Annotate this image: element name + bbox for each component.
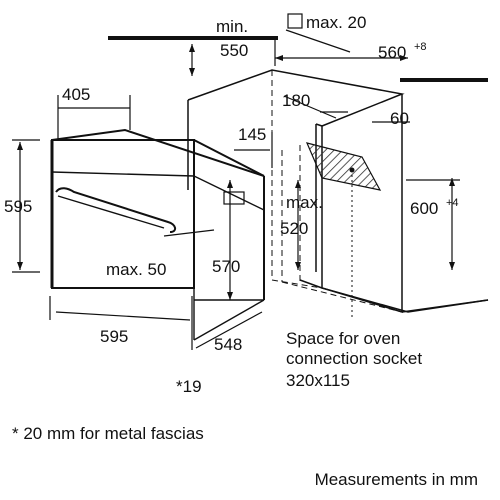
label-548: 548 (214, 335, 242, 354)
label-600-sup: +4 (446, 197, 459, 209)
label-145: 145 (238, 125, 266, 144)
max-20-square-symbol (287, 13, 303, 29)
label-180: 180 (282, 91, 310, 110)
label-560-sup: +8 (414, 41, 427, 53)
label-min: min. (216, 17, 248, 36)
label-595-width: 595 (100, 327, 128, 346)
label-405: 405 (62, 85, 90, 104)
dimension-lines (12, 29, 460, 350)
socket-label-line-1: Space for oven (286, 329, 400, 348)
socket-label-line-3: 320x115 (286, 371, 350, 390)
dimension-arrowheads (17, 44, 455, 300)
socket-area (305, 142, 382, 318)
socket-label-line-2: connection socket (286, 349, 422, 368)
label-star-19: *19 (176, 377, 202, 396)
label-max: max. (286, 193, 323, 212)
label-560: 560 (378, 43, 406, 62)
label-max-50: max. 50 (106, 260, 166, 279)
label-550: 550 (220, 41, 248, 60)
label-max-20: max. 20 (306, 13, 366, 32)
metal-fascia-footnote: * 20 mm for metal fascias (12, 424, 204, 443)
label-600: 600 (410, 199, 438, 218)
label-60: 60 (390, 109, 409, 128)
measurement-units-note: Measurements in mm (314, 470, 478, 489)
label-595-height: 595 (4, 197, 32, 216)
label-520: 520 (280, 219, 308, 238)
label-570: 570 (212, 257, 240, 276)
oven-body (50, 128, 265, 341)
